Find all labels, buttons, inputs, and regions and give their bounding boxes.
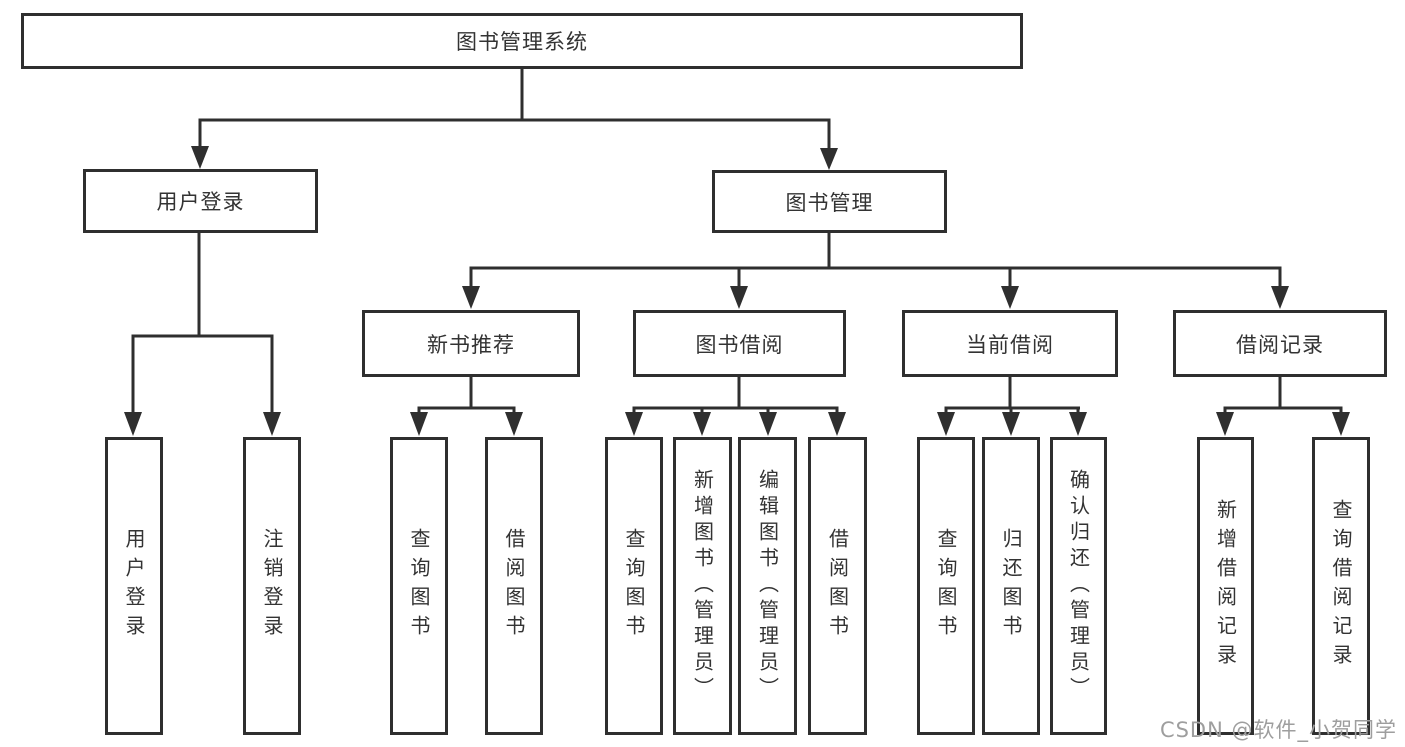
node-book-mgmt-label: 图书管理 (785, 190, 874, 215)
arrowhead (505, 412, 523, 436)
edge-book-borrow-children (632, 377, 839, 414)
node-leaf-return-book: 归还图书 (982, 437, 1040, 735)
edge-current-borrow-children (944, 377, 1080, 414)
node-leaf-logout-label: 注销登录 (260, 528, 284, 644)
node-leaf-user-login-label: 用户登录 (122, 528, 146, 644)
node-leaf-logout: 注销登录 (243, 437, 301, 735)
node-leaf-borrow-book-rec-label: 借阅图书 (502, 528, 526, 644)
node-leaf-borrow-book-label: 借阅图书 (825, 528, 850, 644)
arrowhead (410, 412, 428, 436)
arrowhead (263, 412, 281, 436)
arrowhead (730, 286, 748, 309)
node-leaf-edit-book: 编辑图书（管理员） (738, 437, 797, 735)
node-book-mgmt: 图书管理 (712, 170, 947, 233)
node-current-borrow: 当前借阅 (902, 310, 1118, 377)
node-book-borrow: 图书借阅 (633, 310, 846, 377)
node-book-borrow-label: 图书借阅 (695, 332, 784, 357)
arrowhead (1002, 412, 1020, 436)
node-leaf-query-book-rec: 查询图书 (390, 437, 448, 735)
node-leaf-confirm-return-label: 确认归还（管理员） (1066, 469, 1091, 703)
edge-new-book-rec-children (417, 377, 516, 414)
node-leaf-query-book-rec-label: 查询图书 (407, 528, 431, 644)
node-borrow-records-label: 借阅记录 (1236, 332, 1324, 357)
arrowhead (1069, 412, 1087, 436)
node-leaf-borrow-book-rec: 借阅图书 (485, 437, 543, 735)
node-leaf-add-record-label: 新增借阅记录 (1213, 499, 1238, 673)
arrowhead (124, 412, 142, 436)
node-borrow-records: 借阅记录 (1173, 310, 1387, 377)
node-new-book-rec-label: 新书推荐 (427, 332, 515, 357)
edge-borrow-records-children (1223, 377, 1343, 414)
arrowhead (462, 286, 480, 309)
arrowhead (191, 146, 209, 169)
node-leaf-query-book-borrow-label: 查询图书 (622, 528, 646, 644)
node-leaf-confirm-return: 确认归还（管理员） (1050, 437, 1107, 735)
node-leaf-add-book-label: 新增图书（管理员） (690, 469, 715, 703)
arrowhead (693, 412, 711, 436)
node-current-borrow-label: 当前借阅 (966, 332, 1054, 357)
node-root-label: 图书管理系统 (456, 30, 588, 54)
arrowhead (1332, 412, 1350, 436)
node-root: 图书管理系统 (21, 13, 1023, 69)
arrowhead (937, 412, 955, 436)
node-user-login: 用户登录 (83, 169, 318, 233)
node-leaf-query-record: 查询借阅记录 (1312, 437, 1370, 735)
node-leaf-query-book-cur: 查询图书 (917, 437, 975, 735)
arrowhead (1216, 412, 1234, 436)
node-leaf-user-login: 用户登录 (105, 437, 163, 735)
edge-user-login-children (131, 233, 274, 414)
arrowhead (625, 412, 643, 436)
arrowhead (828, 412, 846, 436)
node-leaf-query-book-cur-label: 查询图书 (934, 528, 958, 644)
csdn-watermark: CSDN @软件_小贺同学 (1159, 718, 1397, 742)
arrowhead (1271, 286, 1289, 309)
arrowhead (1001, 286, 1019, 309)
node-leaf-add-record: 新增借阅记录 (1197, 437, 1254, 735)
node-leaf-add-book: 新增图书（管理员） (673, 437, 732, 735)
node-leaf-query-book-borrow: 查询图书 (605, 437, 663, 735)
node-leaf-edit-book-label: 编辑图书（管理员） (755, 469, 780, 703)
node-leaf-query-record-label: 查询借阅记录 (1329, 499, 1353, 673)
arrowhead (759, 412, 777, 436)
node-leaf-return-book-label: 归还图书 (999, 528, 1023, 644)
edge-book-mgmt-children (469, 233, 1282, 288)
node-new-book-rec: 新书推荐 (362, 310, 580, 377)
node-leaf-borrow-book: 借阅图书 (808, 437, 867, 735)
node-user-login-label: 用户登录 (156, 190, 245, 214)
edge-root-to-level2 (198, 68, 831, 150)
arrowhead (820, 148, 838, 170)
